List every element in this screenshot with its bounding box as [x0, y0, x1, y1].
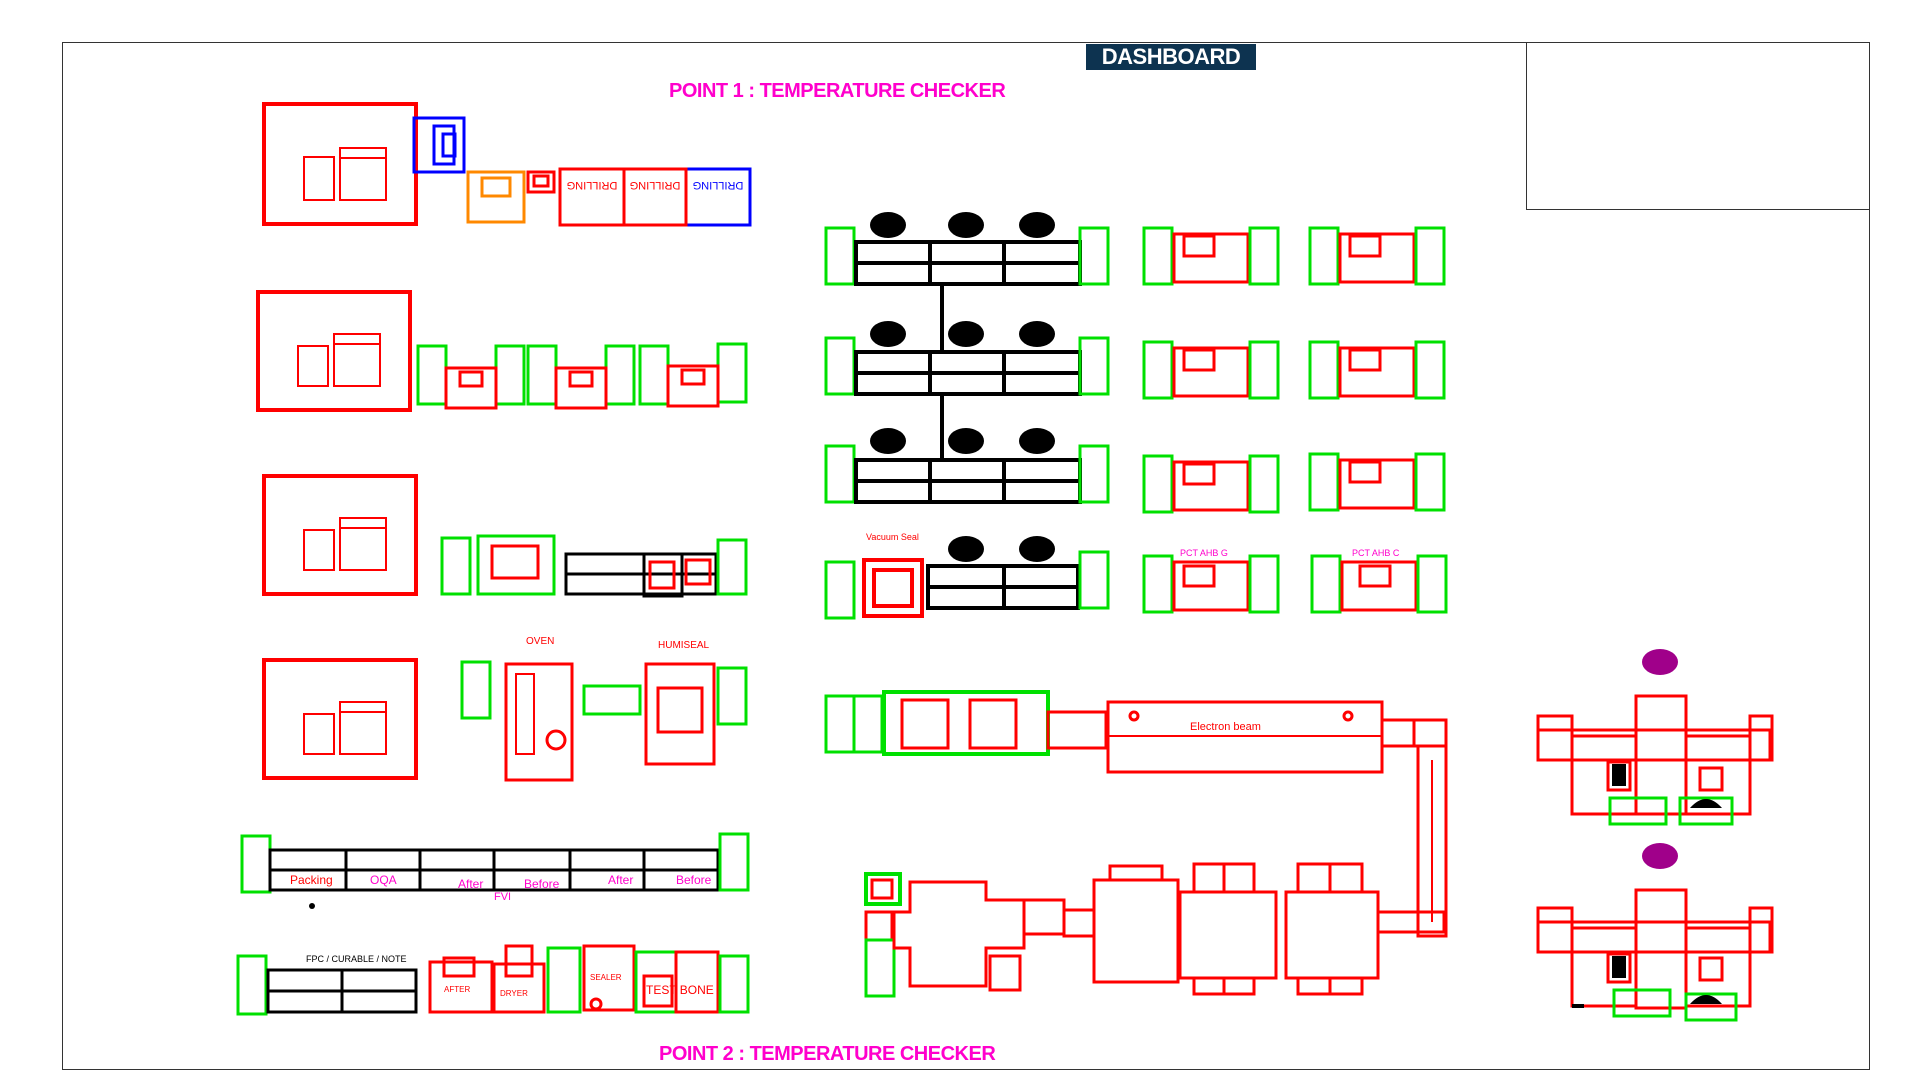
rollers [870, 212, 1055, 562]
process-line-bottom[interactable] [864, 862, 1446, 998]
fvi-label: FVI [494, 891, 511, 903]
before-label-2: Before [676, 873, 712, 887]
drilling-label-1: DRILLING [567, 179, 618, 191]
dashboard-title: DASHBOARD [1086, 44, 1256, 70]
inspection-stations[interactable] [1142, 226, 1448, 614]
oqa-label: OQA [370, 873, 397, 887]
oven-area[interactable] [460, 660, 748, 782]
ict-b-label: PCT AHB C [1352, 548, 1400, 558]
machine-bay-3[interactable] [262, 474, 418, 596]
after-label-2: After [608, 873, 633, 887]
packing-label: Packing [290, 873, 333, 887]
bay2-tables[interactable] [416, 342, 748, 406]
drilling-label-3: DRILLING [693, 179, 744, 191]
drilling-row[interactable] [526, 167, 688, 227]
point2-title: POINT 2 : TEMPERATURE CHECKER [659, 1043, 996, 1065]
fpc-line[interactable] [236, 944, 750, 1016]
drill-station-blue[interactable] [412, 116, 752, 227]
humiseal-label: HUMISEAL [658, 640, 710, 651]
vacuum-seal-label: Vacuum Seal [866, 532, 919, 542]
fpc-label: FPC / CURABLE / NOTE [306, 954, 407, 964]
machine-bay-1[interactable] [262, 102, 418, 226]
conveyor-line-1[interactable] [824, 226, 1110, 286]
conveyor-line-2[interactable] [824, 336, 1110, 396]
bay2-machines[interactable] [444, 364, 720, 410]
electron-beam-label: Electron beam [1190, 721, 1261, 733]
machine-bay-4[interactable] [262, 658, 418, 780]
oven-label: OVEN [526, 636, 554, 647]
ict-a-label: PCT AHB G [1180, 548, 1228, 558]
right-cell-bottom[interactable] [1536, 843, 1774, 1022]
test-bone-label: TEST BONE [646, 983, 714, 997]
after-machine-label: AFTER [444, 985, 470, 994]
before-label-1: Before [524, 877, 560, 891]
sealer-label: SEALER [590, 973, 622, 982]
point1-title: POINT 1 : TEMPERATURE CHECKER [669, 80, 1006, 102]
orange-workstation[interactable] [466, 170, 526, 224]
layout-frame [62, 42, 1870, 1070]
dryer-label: DRYER [500, 989, 528, 998]
conveyor-line-3[interactable] [824, 444, 1110, 504]
packing-line[interactable] [240, 832, 750, 909]
vacuum-seal-line[interactable] [824, 550, 1110, 620]
right-cell-top[interactable] [1536, 649, 1774, 826]
electron-beam-line[interactable] [824, 690, 1448, 938]
legend-box [1526, 42, 1870, 210]
bay3-line[interactable] [440, 534, 748, 598]
machine-bay-2[interactable] [256, 290, 412, 412]
drilling-label-2: DRILLING [630, 179, 681, 191]
after-label-1: After [458, 877, 483, 891]
